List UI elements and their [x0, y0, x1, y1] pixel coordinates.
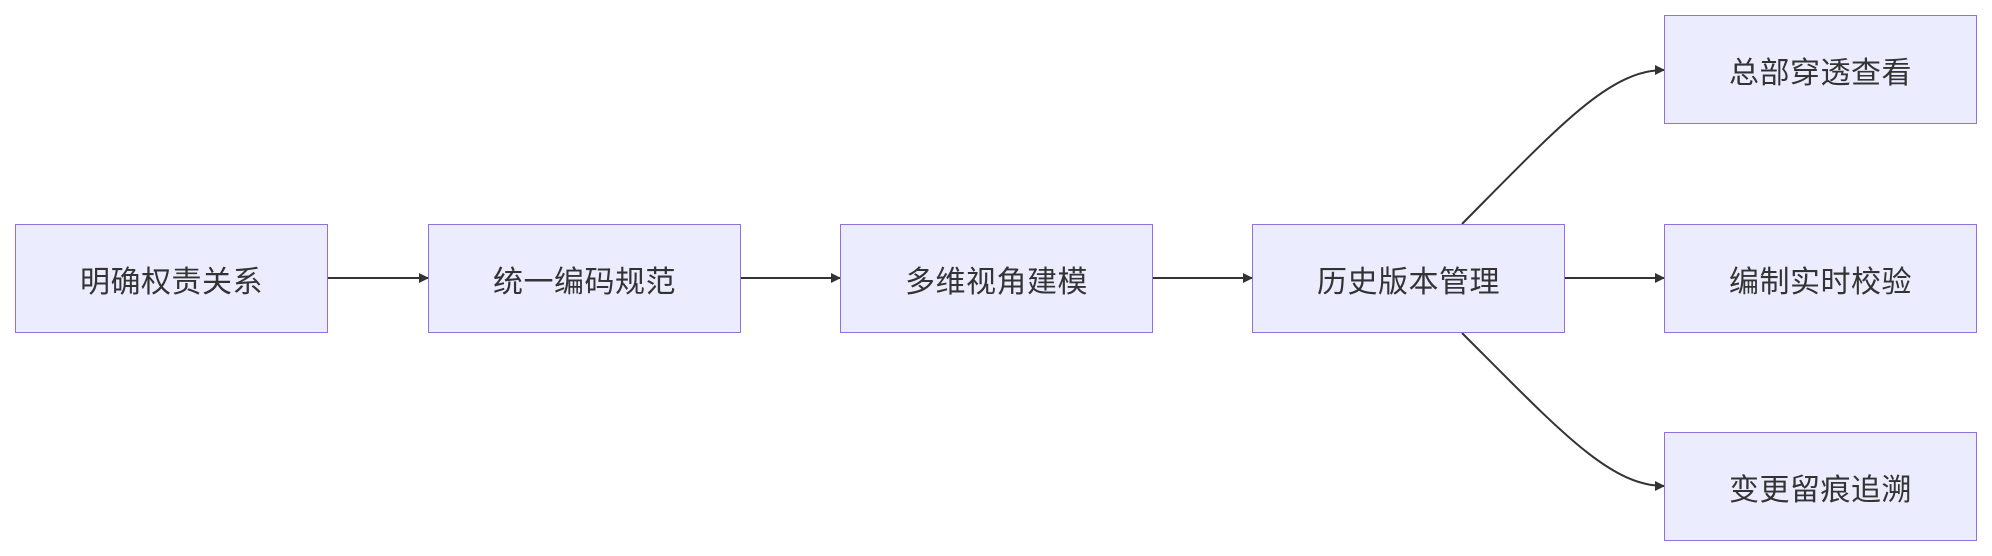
node-unified-coding-standard: 统一编码规范 [428, 224, 741, 333]
node-label: 明确权责关系 [80, 264, 263, 300]
node-hq-drilldown-view: 总部穿透查看 [1664, 15, 1977, 124]
node-realtime-validation: 编制实时校验 [1664, 224, 1977, 333]
node-clarify-responsibilities: 明确权责关系 [15, 224, 328, 333]
edge-n4-n7 [1461, 332, 1665, 491]
node-label: 变更留痕追溯 [1729, 472, 1912, 508]
node-version-history: 历史版本管理 [1252, 224, 1565, 333]
edge-n4-n5 [1461, 65, 1665, 225]
node-change-audit-trail: 变更留痕追溯 [1664, 432, 1977, 541]
node-multidimensional-modeling: 多维视角建模 [840, 224, 1153, 333]
node-label: 总部穿透查看 [1729, 55, 1912, 91]
node-label: 历史版本管理 [1317, 264, 1500, 300]
node-label: 编制实时校验 [1729, 264, 1912, 300]
node-label: 多维视角建模 [905, 264, 1088, 300]
node-label: 统一编码规范 [493, 264, 676, 300]
